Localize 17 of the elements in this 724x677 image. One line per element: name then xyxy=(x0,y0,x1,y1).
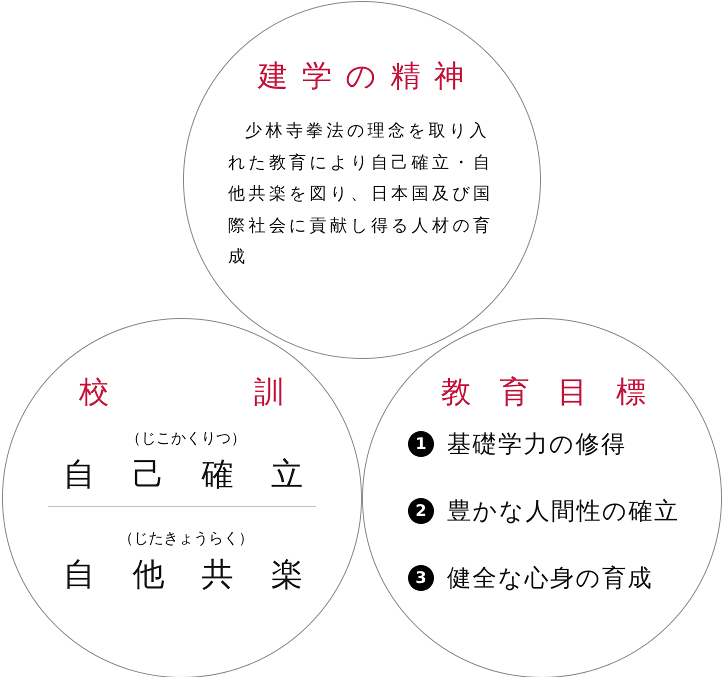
list-item: 基礎学力の修得 xyxy=(447,429,626,459)
circle-panel xyxy=(183,1,541,359)
number-badge: 3 xyxy=(408,565,434,591)
list-item: 健全な心身の育成 xyxy=(447,563,653,593)
heading: 校訓 xyxy=(79,375,284,411)
reading-text: （じたきょうらく） xyxy=(118,528,254,548)
number-badge: 1 xyxy=(408,431,434,457)
number-badge: 2 xyxy=(408,498,434,524)
reading-text: （じこかくりつ） xyxy=(126,428,246,448)
circle-panel xyxy=(2,318,362,677)
motto-text: 自己確立 xyxy=(63,455,303,493)
motto-text: 自他共楽 xyxy=(63,555,303,593)
heading: 建学の精神 xyxy=(258,59,464,95)
list-item: 豊かな人間性の確立 xyxy=(447,496,680,526)
circle-panel xyxy=(362,318,722,677)
body-text: 少林寺拳法の理念を取り入れた教育により自己確立・自他共楽を図り、日本国及び国際社会に貢献し得る人材の育成 xyxy=(228,120,494,269)
heading: 教育目標 xyxy=(441,375,646,411)
